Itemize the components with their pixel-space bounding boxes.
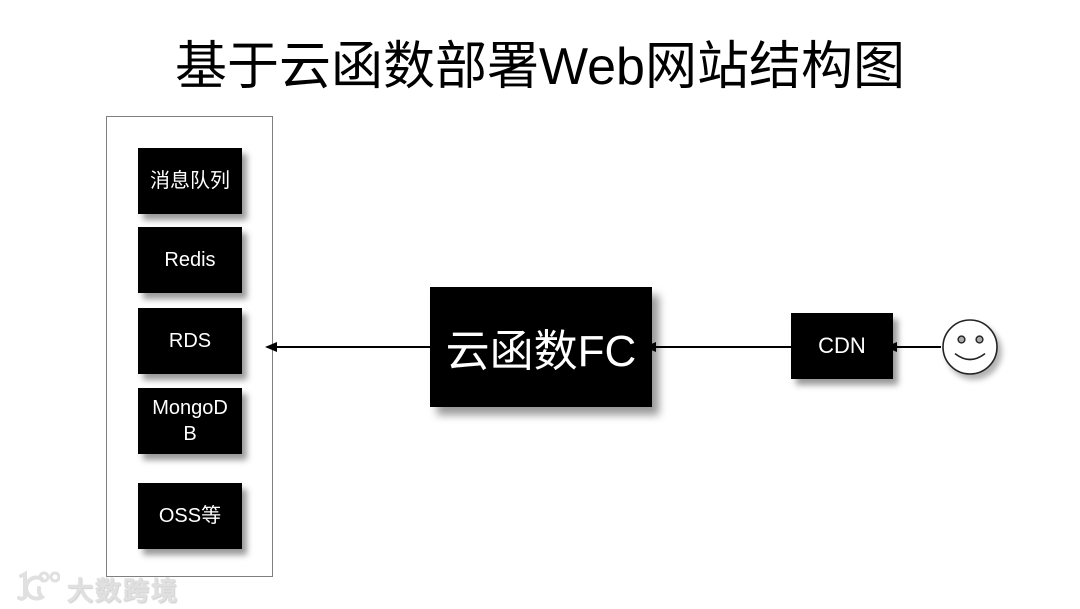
page-title: 基于云函数部署Web网站结构图 — [175, 38, 905, 96]
backend-box-message-queue: 消息队列 — [138, 148, 242, 214]
arrow-fc-to-backend — [265, 342, 430, 352]
backend-box-label: RDS — [168, 330, 212, 352]
cdn-box: CDN — [791, 313, 893, 379]
brand-logo-icon — [12, 570, 61, 609]
backend-box-label: OSS等 — [158, 505, 222, 527]
cdn-box-label: CDN — [818, 333, 866, 358]
backend-box-label: 消息队列 — [150, 170, 230, 192]
backend-box-redis: Redis — [138, 227, 242, 293]
backend-box-label: Redis — [164, 249, 216, 271]
fc-box-label: 云函数FC — [445, 327, 637, 376]
backend-box-rds: RDS — [138, 308, 242, 374]
cloud-function-fc-box: 云函数FC — [430, 287, 652, 407]
backend-box-label: MongoDB — [152, 397, 228, 445]
arrow-user-to-cdn — [885, 342, 941, 352]
backend-box-mongodb: MongoDB — [138, 388, 242, 454]
watermark-text: 大数跨境 — [67, 576, 180, 606]
watermark: 大数跨境 — [12, 570, 179, 609]
backend-box-oss: OSS等 — [138, 483, 242, 549]
backend-services-panel: 消息队列 Redis RDS MongoDB OSS等 — [106, 116, 273, 577]
arrow-cdn-to-fc — [644, 342, 791, 352]
user-smiley-face-icon — [941, 318, 999, 376]
